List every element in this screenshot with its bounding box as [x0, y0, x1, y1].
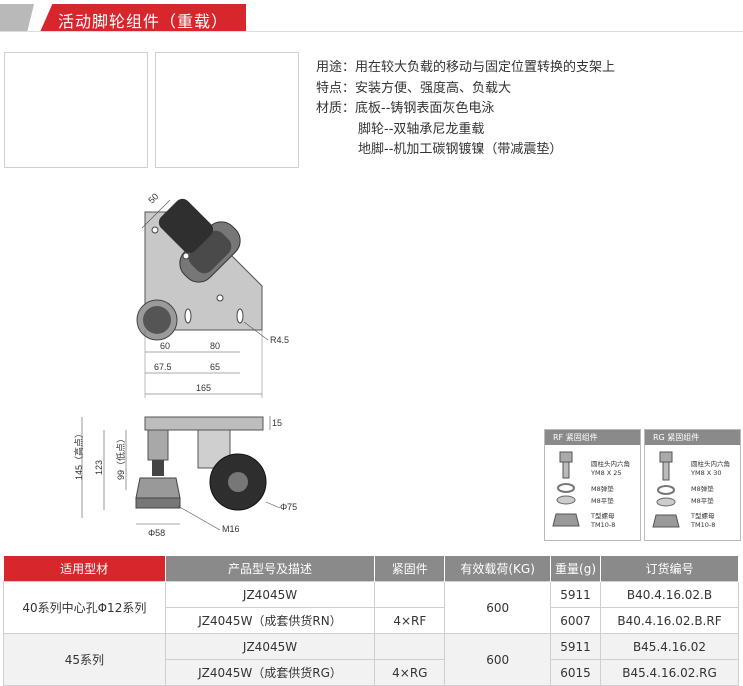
- profile-cell: 45系列: [3, 633, 166, 686]
- dim-145: 145（高点）: [73, 429, 84, 480]
- spec-table: 适用型材 产品型号及描述 紧固件 有效载荷(KG) 重量(g) 订货编号 40系…: [3, 556, 739, 686]
- fastener-rf: RF 紧固组件 圆柱头内六角 YM8 X 25 M8弹垫 M8平垫 T型螺母 T…: [544, 429, 641, 541]
- fastener-cell: 4×RG: [374, 659, 446, 686]
- dim-165: 165: [196, 383, 211, 393]
- fastener-cell: 4×RF: [374, 607, 446, 634]
- table-header-row: 适用型材 产品型号及描述 紧固件 有效载荷(KG) 重量(g) 订货编号: [3, 556, 739, 582]
- rg-item-6: TM10-8: [691, 521, 716, 529]
- fastener-rg-header: RG 紧固组件: [645, 430, 740, 445]
- rg-item-5: T型螺母: [691, 512, 715, 520]
- dim-50: 50: [146, 191, 160, 205]
- col-header-fastener: 紧固件: [374, 556, 446, 582]
- page-title: 活动脚轮组件（重载）: [58, 12, 229, 31]
- table-row: 45系列 JZ4045W 600 5911 B45.4.16.02: [3, 633, 739, 686]
- desc-foot: 地脚--机加工碳钢镀镍（带减震垫）: [358, 142, 563, 157]
- fastener-rg: RG 紧固组件 圆柱头内六角 YM8 X 30 M8弹垫 M8平垫 T型螺母 T…: [644, 429, 741, 541]
- table-row: JZ4045W（成套供货RG） 4×RG 6015 B45.4.16.02.RG: [4, 659, 739, 686]
- model-cell: JZ4045W: [164, 633, 376, 660]
- rf-item-6: TM10-8: [591, 521, 616, 529]
- dim-r4-5: R4.5: [270, 335, 289, 345]
- fastener-cell: [374, 633, 446, 660]
- model-cell: JZ4045W: [164, 581, 376, 608]
- model-cell: JZ4045W（成套供货RG）: [164, 659, 376, 686]
- dim-60: 60: [160, 341, 170, 351]
- order-cell: B45.4.16.02.RG: [600, 659, 739, 686]
- dim-123: 123: [94, 460, 104, 475]
- fastener-rf-header: RF 紧固组件: [545, 430, 640, 445]
- rg-item-3: M8弹垫: [691, 485, 714, 493]
- fastener-rg-parts-icon: [652, 451, 680, 528]
- dim-phi75: Φ75: [280, 502, 297, 512]
- product-photo-1: [4, 52, 148, 168]
- desc-material: 材质：底板--铸钢表面灰色电泳: [316, 101, 495, 116]
- title-accent: [0, 4, 34, 32]
- col-header-model: 产品型号及描述: [165, 556, 376, 582]
- dim-99: 99（低点）: [115, 434, 126, 480]
- dim-80: 80: [210, 341, 220, 351]
- load-cell: 600: [444, 581, 552, 634]
- dim-65: 65: [210, 362, 220, 372]
- order-cell: B40.4.16.02.B: [600, 581, 739, 608]
- rf-item-4: M8平垫: [591, 497, 614, 505]
- col-header-profile: 适用型材: [3, 556, 166, 582]
- profile-cell: 40系列中心孔Φ12系列: [3, 581, 166, 634]
- load-cell: 600: [444, 633, 552, 686]
- weight-cell: 6015: [550, 659, 602, 686]
- rf-item-1: 圆柱头内六角: [591, 460, 630, 468]
- weight-cell: 6007: [550, 607, 602, 634]
- rg-item-1: 圆柱头内六角: [691, 460, 730, 468]
- table-row: 40系列中心孔Φ12系列 JZ4045W 600 5911 B40.4.16.0…: [3, 581, 739, 634]
- col-header-order: 订货编号: [600, 556, 739, 582]
- title-banner: 活动脚轮组件（重载）: [0, 4, 248, 32]
- dim-m16: M16: [222, 524, 240, 534]
- product-photo-2: [155, 52, 299, 168]
- col-header-load: 有效载荷(KG): [444, 556, 552, 582]
- fastener-rf-parts-icon: [552, 451, 580, 527]
- rg-item-4: M8平垫: [691, 497, 714, 505]
- rf-item-2: YM8 X 25: [591, 469, 622, 477]
- model-cell: JZ4045W（成套供货RN）: [164, 607, 376, 634]
- dim-15: 15: [272, 418, 282, 428]
- weight-cell: 5911: [550, 633, 602, 660]
- fastener-cell: [374, 581, 446, 608]
- dim-67-5: 67.5: [154, 362, 172, 372]
- title-red-bar: [40, 4, 246, 32]
- rf-item-5: T型螺母: [591, 512, 615, 520]
- rg-item-2: YM8 X 30: [691, 469, 722, 477]
- desc-features: 特点：安装方便、强度高、负载大: [316, 80, 512, 96]
- order-cell: B40.4.16.02.B.RF: [600, 607, 739, 634]
- title-divider: [0, 31, 743, 32]
- dim-phi58: Φ58: [148, 528, 165, 538]
- rf-item-3: M8弹垫: [591, 485, 614, 493]
- col-header-weight: 重量(g): [550, 556, 602, 582]
- desc-usage: 用途：用在较大负载的移动与固定位置转换的支架上: [316, 60, 616, 75]
- top-view: 50 R4.5 60 80 67.5 65 165: [136, 191, 289, 398]
- order-cell: B45.4.16.02: [600, 633, 739, 660]
- side-view: 15 145（高点） 123 99（低点） Φ75 M16 Φ58: [73, 416, 297, 538]
- weight-cell: 5911: [550, 581, 602, 608]
- desc-caster: 脚轮--双轴承尼龙重载: [358, 121, 485, 137]
- technical-drawing: 50 R4.5 60 80 67.5 65 165 15 145（高点） 123…: [73, 191, 297, 538]
- product-description: 用途：用在较大负载的移动与固定位置转换的支架上 特点：安装方便、强度高、负载大 …: [316, 58, 615, 161]
